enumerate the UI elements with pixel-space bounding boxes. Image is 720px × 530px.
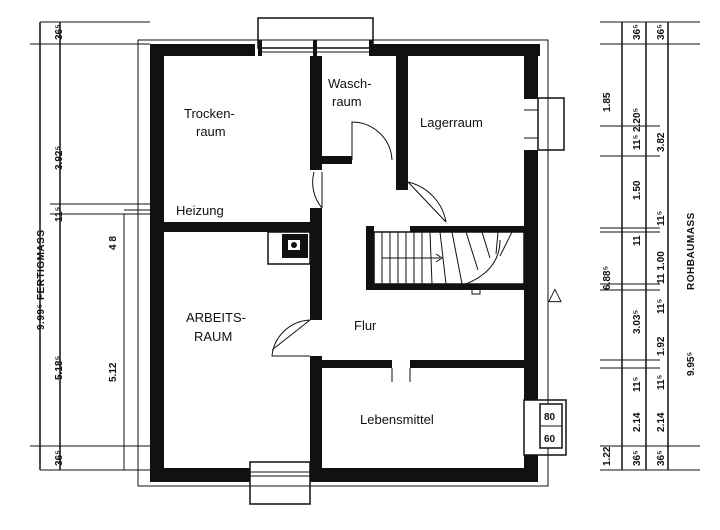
right-dim-192: 1.92 [656,336,667,356]
left-dim-wall-mid: 11⁵ [54,206,65,222]
right-dim-365b: 36⁵ [656,450,667,466]
room-trockenraum-line2: raum [196,124,226,139]
right-dim-top-wall-b: 36⁵ [656,24,667,40]
doors [271,121,447,382]
right-dim-115c: 11⁵ [632,376,643,392]
right-dim-total: 9.95⁵ [686,352,697,376]
right-dim-115b: 11⁵ [656,298,667,314]
left-dim-upper-room: 3.92⁵ [54,146,65,170]
staircase [373,231,525,295]
room-labels: Trocken- raum Wasch- raum Lagerraum Heiz… [176,76,483,427]
right-dimension-chain: 36⁵ 36⁵ 1.85 11⁵ 2.20⁵ 3.82 1.50 11⁵ 6.8… [600,21,700,471]
room-arbeitsraum-line1: ARBEITS- [186,310,246,325]
right-dim-382: 3.82 [656,132,667,152]
right-dim-top-wall-a: 36⁵ [632,24,643,40]
left-dimension-chain: 9.99⁵ FERTIGMASS 36⁵ 3.92⁵ 11⁵ 4 8 5.18⁵… [30,21,155,471]
window-size-top: 80 [544,412,556,423]
right-dim-303: 3.03⁵ [632,310,643,334]
right-dim-214a: 2.14 [632,412,643,432]
right-dim-150: 1.50 [632,180,643,200]
left-dim-bottom-wall: 36⁵ [54,450,65,466]
left-dim-top-wall: 36⁵ [54,24,65,40]
room-lebensmittel: Lebensmittel [360,412,434,427]
room-lagerraum: Lagerraum [420,115,483,130]
right-dim-115a: 11⁵ [656,210,667,226]
left-dim-inner-48: 4 8 [108,236,119,250]
right-dim-11a: 11 [632,235,643,246]
left-axis-label: 9.99⁵ FERTIGMASS [36,230,47,331]
window-size-bottom: 60 [544,434,556,445]
room-arbeitsraum-line2: RAUM [194,329,232,344]
room-waschraum-line2: raum [332,94,362,109]
right-dim-365a: 36⁵ [632,450,643,466]
right-axis-label: ROHBAUMASS [686,212,697,290]
room-trockenraum-line1: Trocken- [184,106,235,121]
room-flur: Flur [354,318,377,333]
right-dim-122: 1.22 [602,446,613,466]
window-size-label: 80 60 [539,403,563,449]
right-dim-185: 1.85 [602,92,613,112]
right-dim-220: 11⁵ 2.20⁵ [632,107,643,150]
right-dim-115d: 11⁵ [656,374,667,390]
room-heizung: Heizung [176,203,224,218]
room-waschraum-line1: Wasch- [328,76,372,91]
left-dim-inner-512: 5.12 [108,362,119,382]
right-dim-100: 11 1.00 [656,251,667,284]
walls [137,17,567,505]
right-dim-688: 6.88⁵ [602,266,613,290]
left-dim-lower-room: 5.18⁵ [54,356,65,380]
right-dim-214b: 2.14 [656,412,667,432]
stair-direction-arrow: △ [548,284,562,305]
boiler-unit [267,231,311,265]
